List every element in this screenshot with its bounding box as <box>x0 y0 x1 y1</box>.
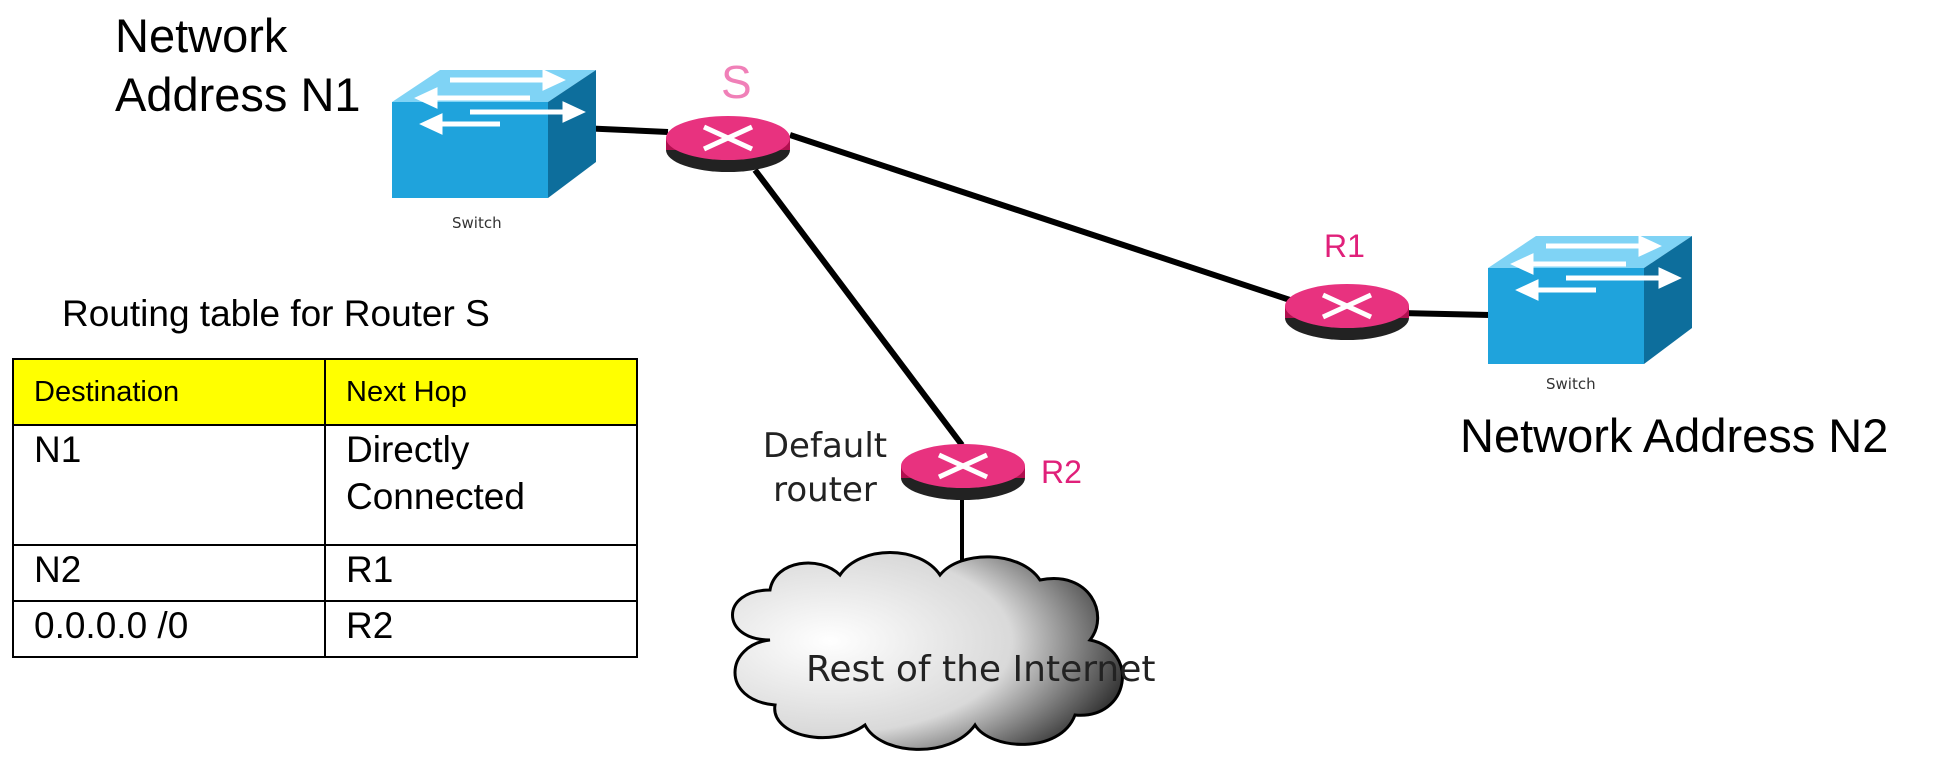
router-s-label: S <box>721 56 752 108</box>
router-r1-icon <box>1285 284 1409 340</box>
next-hop-cell: Directly Connected <box>324 424 638 546</box>
router-r2-icon <box>901 444 1025 500</box>
destination-cell: 0.0.0.0 /0 <box>12 600 326 658</box>
router-r1-label: R1 <box>1324 228 1365 264</box>
switch-n2-caption: Switch <box>1546 375 1596 393</box>
switch-n2-icon <box>1488 235 1692 364</box>
table-row: 0.0.0.0 /0 R2 <box>12 600 638 658</box>
table-row: N2 R1 <box>12 544 638 602</box>
destination-cell: N2 <box>12 544 326 602</box>
internet-cloud-label: Rest of the Internet <box>806 649 1156 690</box>
switch-n1-icon <box>392 69 596 198</box>
network-n2-label: Network Address N2 <box>1460 409 1889 462</box>
header-destination: Destination <box>12 358 326 426</box>
internet-cloud-icon <box>731 551 1124 751</box>
next-hop-cell: R2 <box>324 600 638 658</box>
routing-table-caption: Routing table for Router S <box>62 293 490 334</box>
default-router-label: Default router <box>762 426 888 510</box>
table-row: N1 Directly Connected <box>12 424 638 546</box>
router-r2-label: R2 <box>1041 454 1082 490</box>
link-r1-switch2 <box>1399 310 1491 318</box>
next-hop-cell: R1 <box>324 544 638 602</box>
header-next-hop: Next Hop <box>324 358 638 426</box>
destination-cell: N1 <box>12 424 326 546</box>
switch-n1-caption: Switch <box>452 214 502 232</box>
router-s-icon <box>666 116 790 172</box>
link-s-r1 <box>789 132 1291 303</box>
next-hop-value: Directly Connected <box>346 429 525 517</box>
network-n1-label: Network Address N1 <box>115 9 361 121</box>
link-s-r2 <box>752 168 965 447</box>
routing-table-header-row: Destination Next Hop <box>12 358 638 426</box>
routing-table: Destination Next Hop N1 Directly Connect… <box>12 358 638 658</box>
